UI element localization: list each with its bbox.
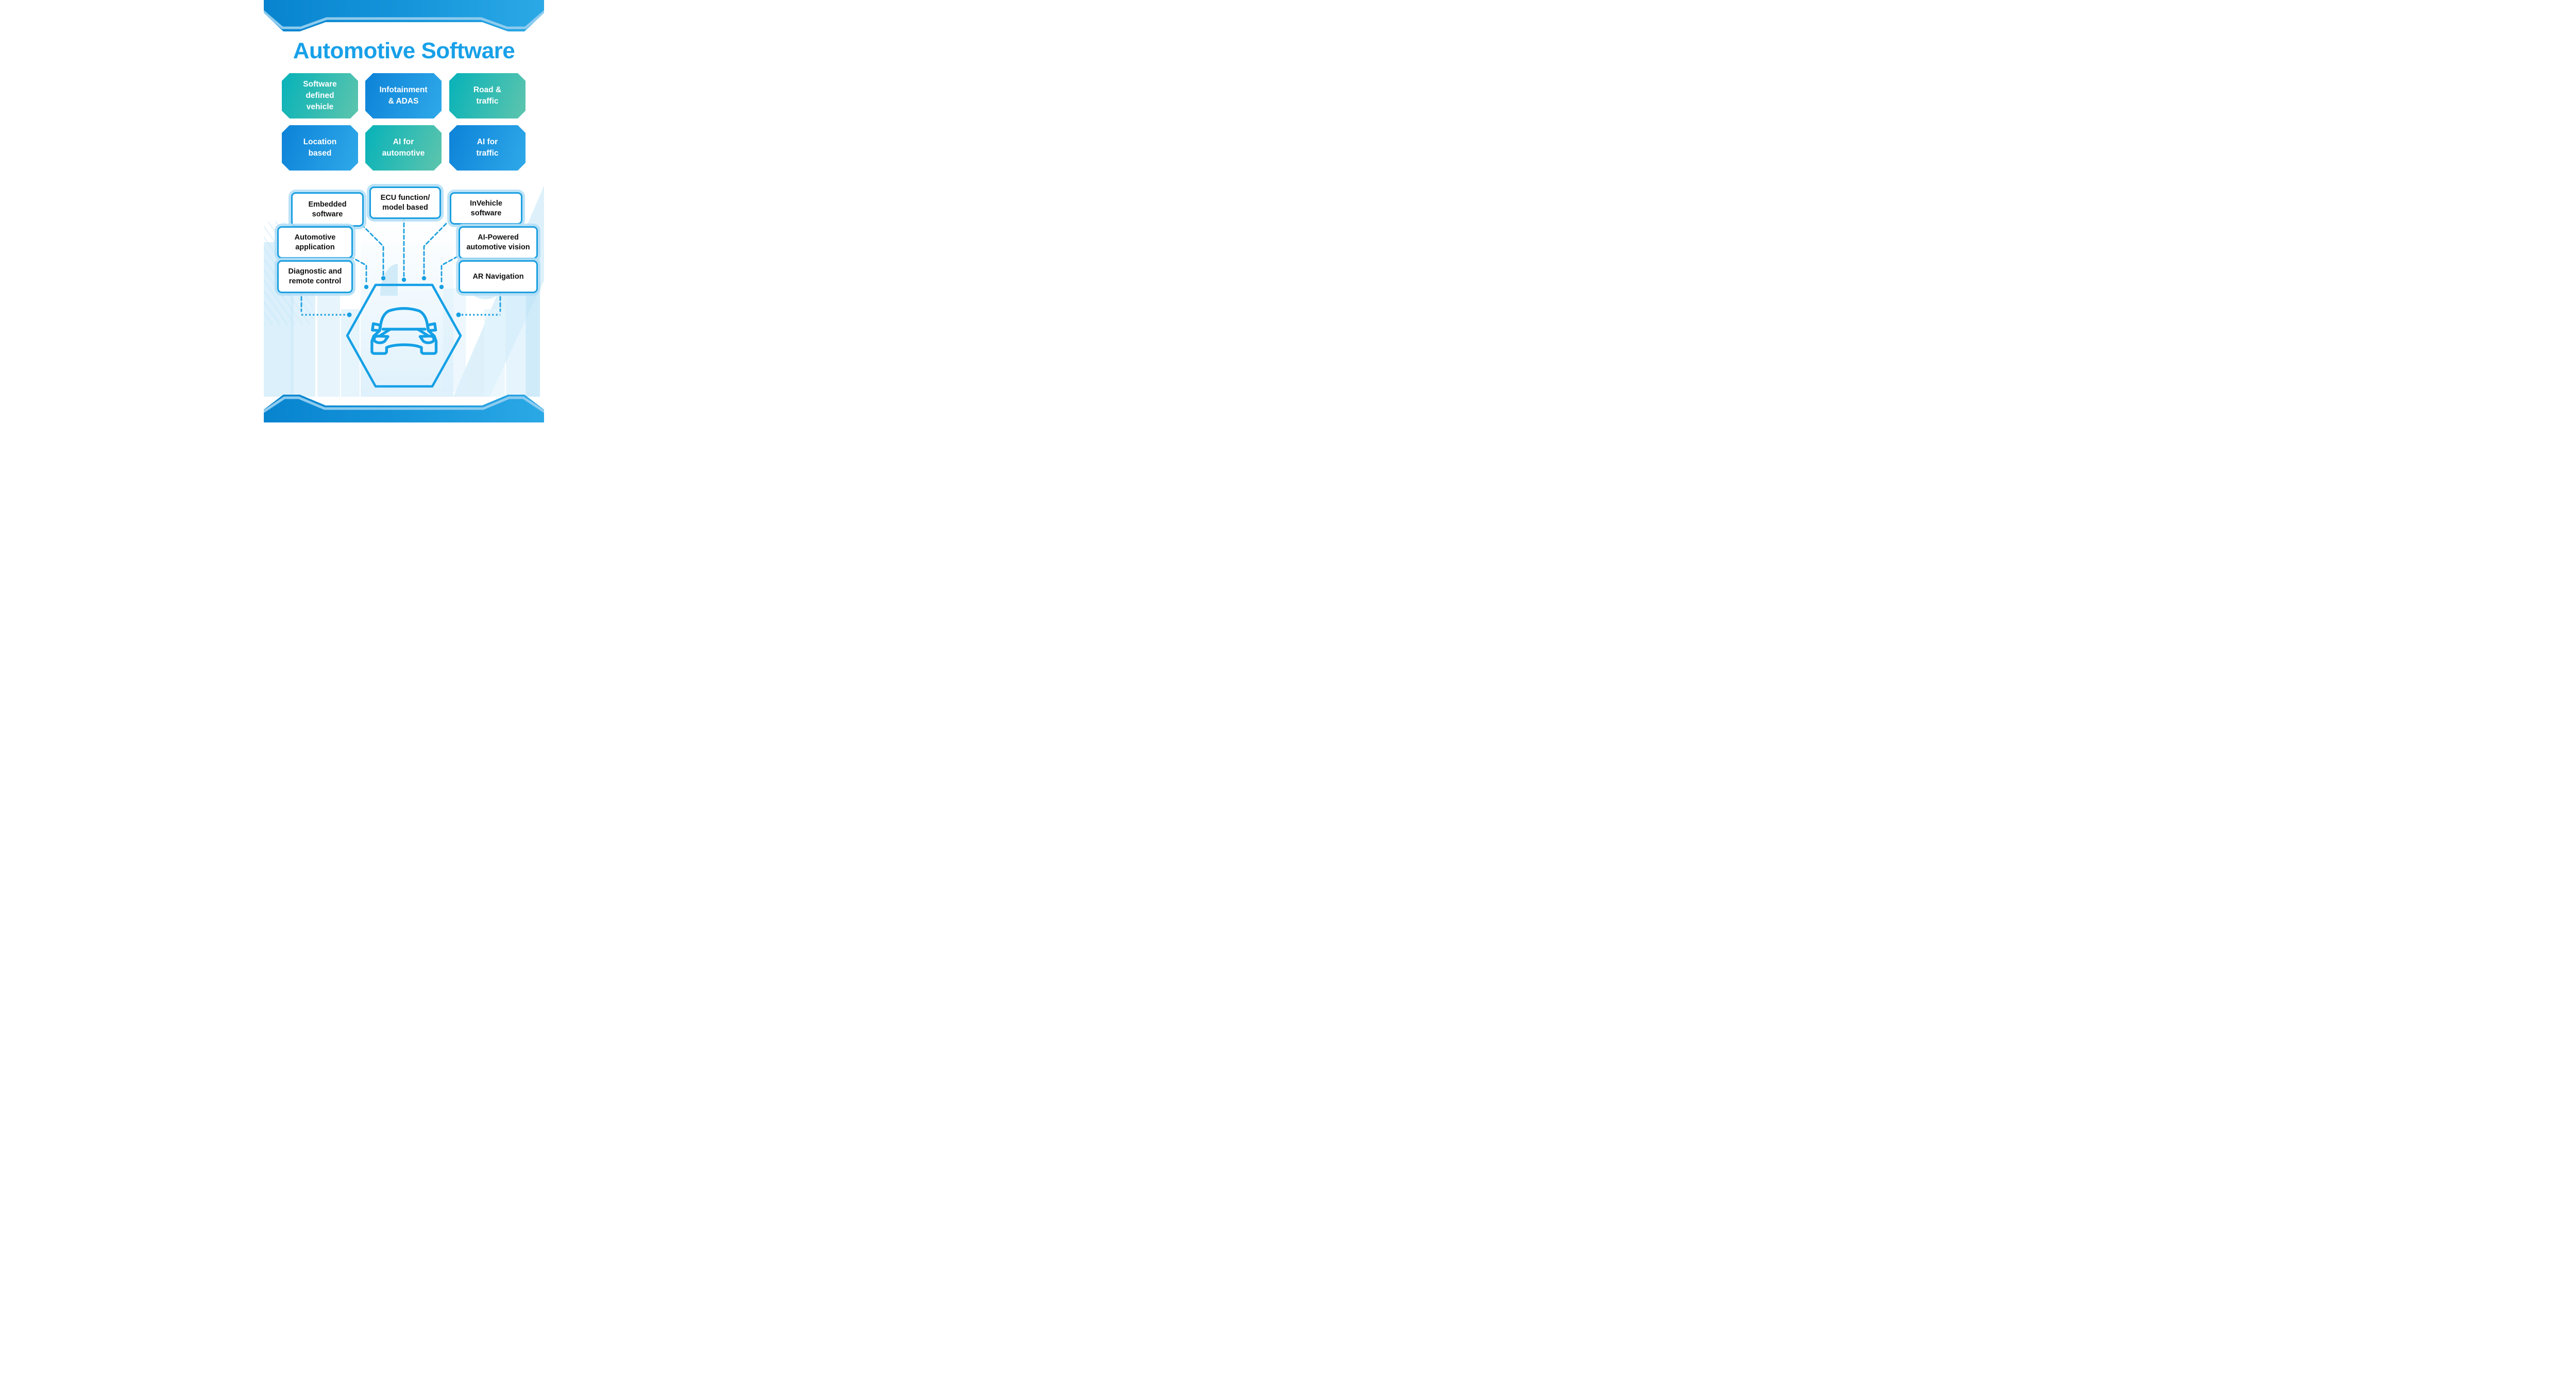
connector-invehicle [423,223,447,276]
connector-node [439,284,444,290]
category-infotainment-adas: Infotainment & ADAS [365,73,442,118]
connector-node [364,284,369,290]
connector-node [347,312,352,317]
connector-node [401,277,406,282]
feature-box-ecu-function: ECU function/ model based [369,187,441,219]
connector-ai-powered-vision [440,256,459,285]
infographic-panel: Automotive Software Software defined veh… [264,0,544,422]
feature-box-ai-powered-vision: AI-Powered automotive vision [459,226,538,259]
category-location-based: Location based [282,125,358,171]
connector-embedded-software [361,224,384,276]
category-road-traffic: Road & traffic [449,73,526,118]
feature-box-ar-navigation: AR Navigation [459,260,538,293]
feature-box-diagnostic-remote: Diagnostic and remote control [277,260,353,293]
feature-box-embedded-software: Embedded software [291,192,364,227]
footer-tech-bar [264,395,544,422]
feature-box-automotive-application: Automotive application [277,226,353,259]
connector-node [381,276,386,281]
page-title: Automotive Software [293,38,515,63]
connector-node [421,276,427,281]
feature-box-invehicle-software: InVehicle software [450,192,522,225]
header-tech-bar [264,0,544,31]
hexagon-icon [346,283,462,388]
category-software-defined-vehicle: Software defined vehicle [282,73,358,118]
connector-node [456,312,461,317]
category-ai-for-traffic: AI for traffic [449,125,526,171]
category-ai-for-automotive: AI for automotive [365,125,442,171]
car-front-icon [370,307,438,355]
